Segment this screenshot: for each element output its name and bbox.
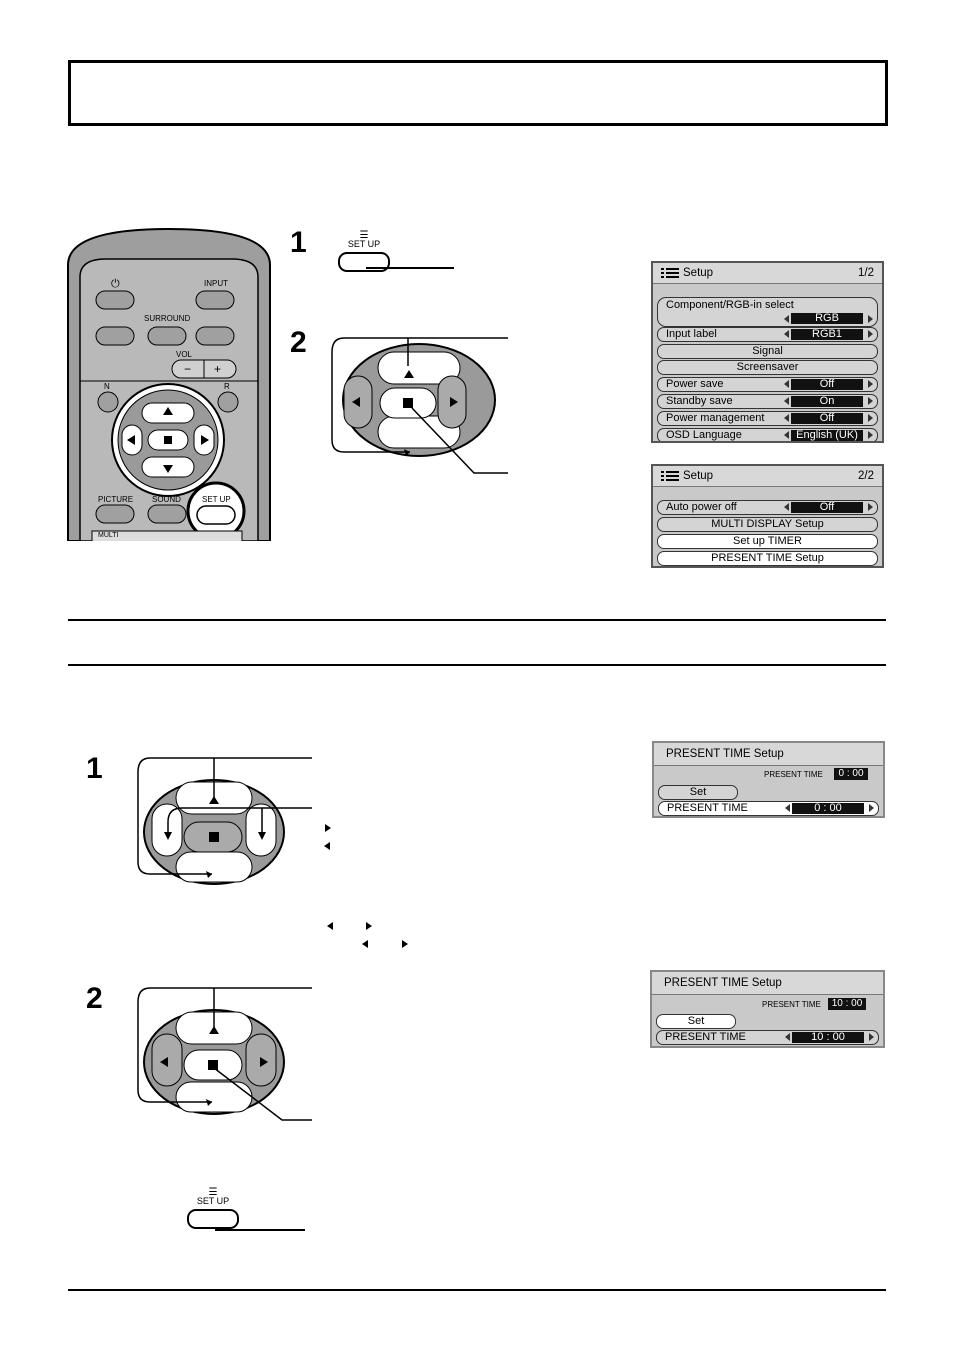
footer-rule	[68, 1289, 886, 1291]
remote-control-illustration	[67, 227, 271, 541]
top-step-2-number: 2	[290, 326, 307, 359]
remote-input-label: INPUT	[204, 279, 228, 288]
osd-setup-page1: Setup 1/2 Component/RGB-in select RGB In…	[651, 261, 884, 443]
set-button-2[interactable]: Set	[656, 1014, 736, 1029]
leader-line	[366, 267, 454, 269]
right-arrow-icon	[402, 940, 408, 948]
present-time-row-1[interactable]: PRESENT TIME 0 : 00	[658, 801, 879, 816]
remote-r-label: R	[224, 382, 230, 391]
setup-button-top[interactable]: ☰ SET UP	[338, 231, 390, 272]
leader-line	[215, 1229, 305, 1231]
remote-vol-minus: −	[184, 362, 192, 376]
osd1-row-power-save[interactable]: Power save Off	[657, 377, 878, 392]
remote-vol-plus: +	[214, 362, 222, 376]
osd1-row-input-label[interactable]: Input label RGB1	[657, 327, 878, 342]
left-arrow-icon	[327, 922, 333, 930]
setup-button-label: SET UP	[347, 239, 381, 249]
right-arrow-icon	[366, 922, 372, 930]
bottom-step-1-number: 1	[86, 752, 103, 785]
remote-surround-label: SURROUND	[144, 314, 191, 323]
dpad-illustration-top	[331, 337, 508, 474]
section-rule-bottom	[68, 664, 886, 666]
page-title-box	[68, 60, 888, 126]
osd1-row-screensaver[interactable]: Screensaver	[657, 360, 878, 375]
section-rule-top	[68, 619, 886, 621]
left-arrow-icon	[362, 940, 368, 948]
osd2-row-timer[interactable]: Set up TIMER	[657, 534, 878, 549]
osd2-row-multi-display[interactable]: MULTI DISPLAY Setup	[657, 517, 878, 532]
osd1-row-signal[interactable]: Signal	[657, 344, 878, 359]
osd1-row-component[interactable]: Component/RGB-in select RGB	[657, 297, 878, 327]
remote-setup-label: SET UP	[202, 495, 231, 504]
remote-multi-label: MULTI	[98, 532, 119, 539]
remote-vol-label: VOL	[176, 350, 193, 359]
power-icon: ⏻	[111, 278, 120, 290]
osd2-page: 2/2	[858, 470, 874, 482]
setup-menu-icon	[661, 471, 679, 481]
setup-button-bottom[interactable]: ☰ SET UP	[187, 1188, 239, 1229]
left-arrow-icon	[324, 842, 330, 850]
osd-present-time-2: PRESENT TIME Setup PRESENT TIME 10 : 00 …	[650, 970, 885, 1048]
remote-n-label: N	[104, 382, 110, 391]
top-step-1-number: 1	[290, 226, 307, 259]
dpad-illustration-step2	[137, 987, 312, 1121]
remote-sound-label: SOUND	[152, 495, 181, 504]
osd1-row-power-management[interactable]: Power management Off	[657, 411, 878, 426]
present-time-row-2[interactable]: PRESENT TIME 10 : 00	[656, 1030, 879, 1045]
setup-button-label: SET UP	[196, 1196, 230, 1206]
set-button-1[interactable]: Set	[658, 785, 738, 800]
osd-setup-page2: Setup 2/2 Auto power off Off MULTI DISPL…	[651, 464, 884, 568]
osd2-row-auto-power-off[interactable]: Auto power off Off	[657, 500, 878, 515]
osd1-row-standby-save[interactable]: Standby save On	[657, 394, 878, 409]
bottom-step-2-number: 2	[86, 982, 103, 1015]
osd2-title: Setup	[683, 470, 714, 482]
setup-menu-icon	[661, 268, 679, 278]
osd1-title: Setup	[683, 267, 714, 279]
osd2-row-present-time[interactable]: PRESENT TIME Setup	[657, 551, 878, 566]
osd1-row-osd-language[interactable]: OSD Language English (UK)	[657, 428, 878, 441]
osd-present-time-1: PRESENT TIME Setup PRESENT TIME 0 : 00 S…	[652, 741, 885, 818]
osd1-page: 1/2	[858, 267, 874, 279]
dpad-illustration-step1	[137, 757, 312, 885]
right-arrow-icon	[325, 824, 331, 832]
remote-picture-label: PICTURE	[98, 495, 134, 504]
